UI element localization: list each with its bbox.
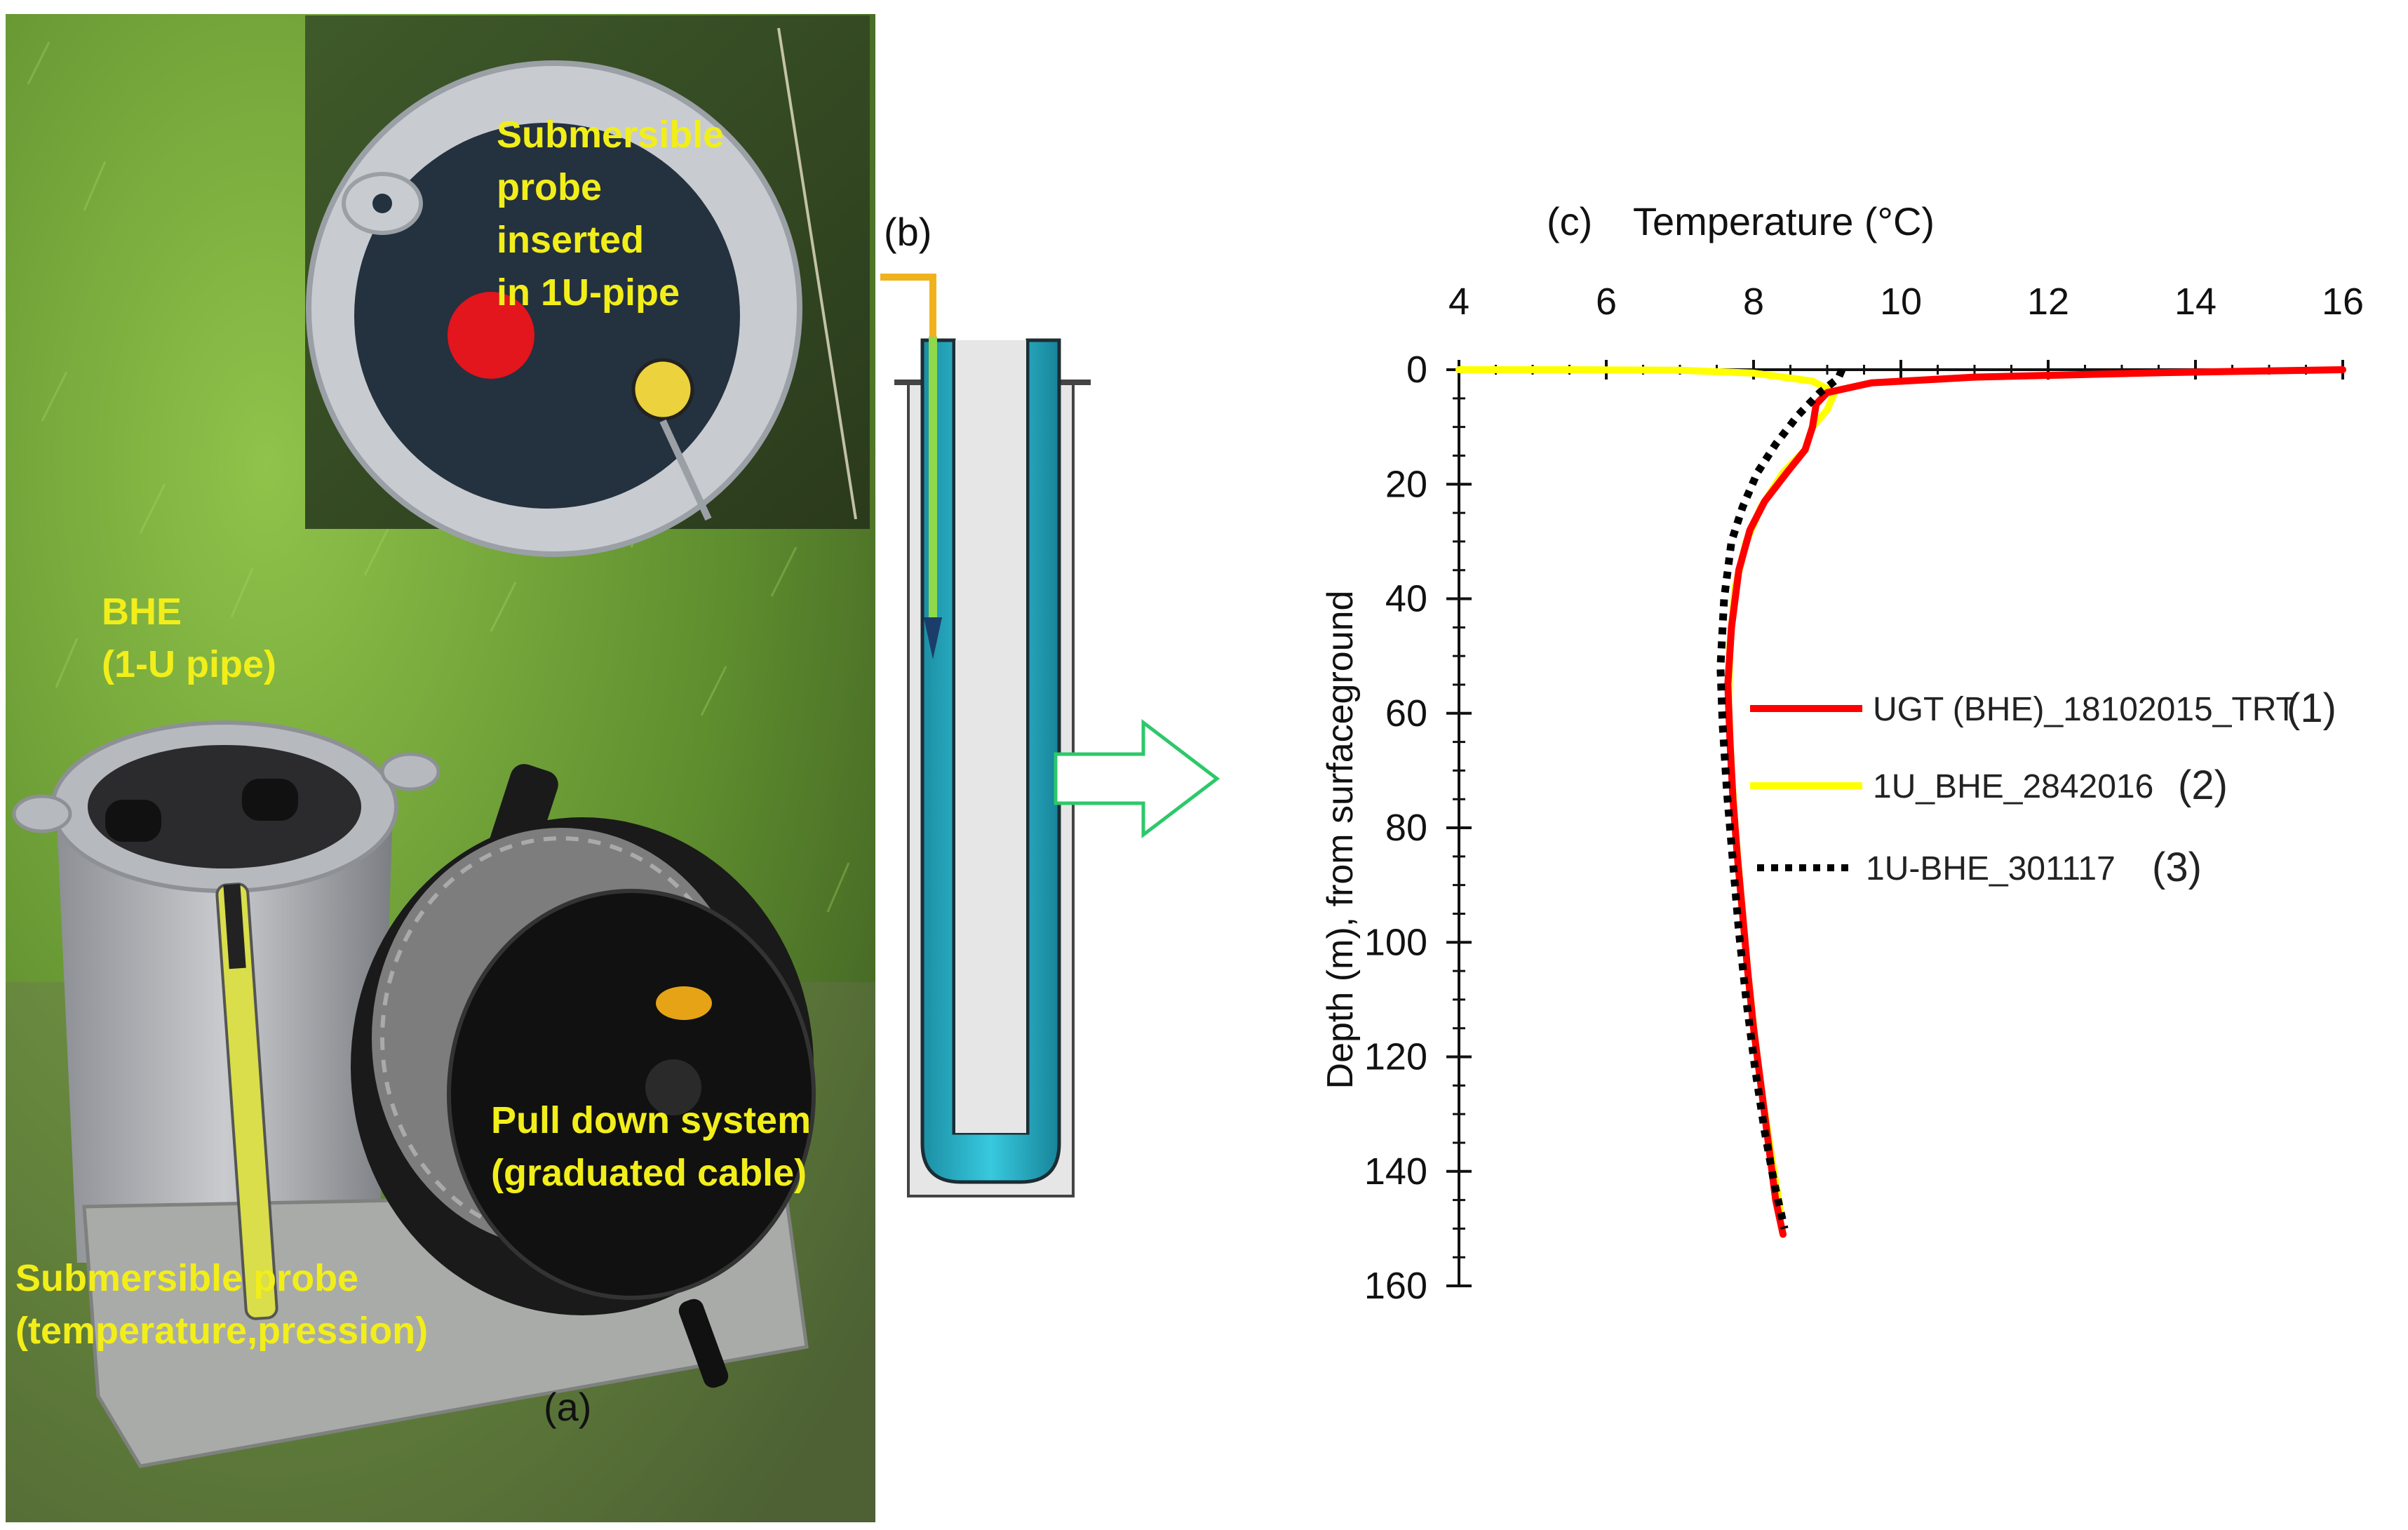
- legend-marker-2: (2): [2178, 763, 2228, 808]
- legend-label-2: 1U_BHE_2842016: [1873, 768, 2153, 805]
- y-tick-label: 120: [1364, 1036, 1427, 1078]
- u-pipe-schematic: (b): [873, 210, 1220, 1197]
- probe-cable-b: [873, 274, 936, 337]
- pulldown-label-line-2: (graduated cable): [491, 1152, 807, 1194]
- inset-label-line-3: inserted: [497, 219, 644, 261]
- probe-cable: [659, 419, 712, 521]
- rope: [777, 27, 857, 520]
- y-tick-label: 100: [1364, 921, 1427, 963]
- y-tick-label: 140: [1364, 1150, 1427, 1193]
- pulldown-label-line-1: Pull down system: [491, 1099, 811, 1141]
- reel-logo: [656, 986, 712, 1020]
- x-tick-label: 12: [2027, 281, 2069, 323]
- red-pipe-cap: [448, 292, 534, 379]
- x-tick-label: 14: [2174, 281, 2217, 323]
- probe-label: Submersible probe (temperature,pression): [15, 1257, 428, 1352]
- temperature-profile-panel: (c) Temperature (°C) Depth (m), from sur…: [1301, 0, 2408, 1526]
- y-tick-label: 80: [1385, 807, 1427, 849]
- x-tick-label: 10: [1880, 281, 1922, 323]
- panel-label-a: (a): [544, 1385, 591, 1429]
- field-photo-panel: Submersible probe inserted in 1U-pipe: [0, 0, 880, 1526]
- probe-label-line-1: Submersible probe: [15, 1257, 358, 1299]
- bhe-casing: [12, 720, 440, 1263]
- x-tick-label: 16: [2322, 281, 2364, 323]
- u-pipe-schematic-panel: (b): [873, 0, 1301, 1526]
- y-axis-title: Depth (m), from surfaceground: [1320, 591, 1361, 1089]
- legend-marker-3: (3): [2152, 845, 2202, 890]
- probe-tip: [924, 617, 942, 659]
- u-pipe-end: [105, 800, 161, 842]
- panel-label-b: (b): [884, 210, 931, 254]
- bhe-label-line-2: (1-U pipe): [102, 643, 276, 685]
- legend: UGT (BHE)_18102015_TRT(1) 1U_BHE_2842016 (…: [1750, 685, 2336, 890]
- series-line-3: [1716, 368, 1846, 1230]
- pulldown-label: Pull down system (graduated cable): [491, 1099, 821, 1194]
- u-pipe-end: [242, 779, 298, 821]
- inset-label-line-4: in 1U-pipe: [497, 271, 680, 314]
- y-tick-label: 0: [1406, 349, 1427, 391]
- inset-photo: Submersible probe inserted in 1U-pipe: [305, 15, 870, 557]
- panel-label-c: (c): [1547, 199, 1592, 243]
- arrow-to-chart: [1054, 718, 1220, 839]
- legend-marker-1: (1): [2287, 685, 2336, 731]
- x-tick-label: 6: [1596, 281, 1617, 323]
- field-photo: Submersible probe inserted in 1U-pipe: [6, 14, 875, 1522]
- legend-label-1: UGT (BHE)_18102015_TRT: [1873, 691, 2296, 728]
- x-tick-label: 8: [1743, 281, 1764, 323]
- y-tick-label: 20: [1385, 463, 1427, 505]
- submersible-probe: [215, 883, 278, 1320]
- pipe-gap: [954, 340, 1028, 1133]
- probe-head: [631, 358, 694, 421]
- legend-label-3: 1U-BHE_301117: [1866, 850, 2116, 887]
- cable-reel: [351, 764, 816, 1388]
- bhe-label: BHE (1-U pipe): [102, 591, 276, 685]
- y-tick-label: 160: [1364, 1265, 1427, 1307]
- temperature-depth-chart: (c) Temperature (°C) Depth (m), from sur…: [1320, 199, 2364, 1307]
- inset-label-line-1: Submersible: [497, 114, 724, 156]
- reel-crank: [678, 1299, 729, 1388]
- data-series: [1455, 366, 2346, 1238]
- x-tick-label: 4: [1448, 281, 1469, 323]
- probe-label-line-2: (temperature,pression): [15, 1310, 428, 1352]
- y-tick-label: 40: [1385, 578, 1427, 620]
- y-tick-label: 60: [1385, 692, 1427, 734]
- bhe-label-line-1: BHE: [102, 591, 182, 633]
- x-axis-title: Temperature (°C): [1633, 199, 1935, 243]
- inset-label-line-2: probe: [497, 166, 602, 208]
- inset-label: Submersible probe inserted in 1U-pipe: [497, 114, 734, 314]
- series-line-2: [1455, 366, 1838, 1221]
